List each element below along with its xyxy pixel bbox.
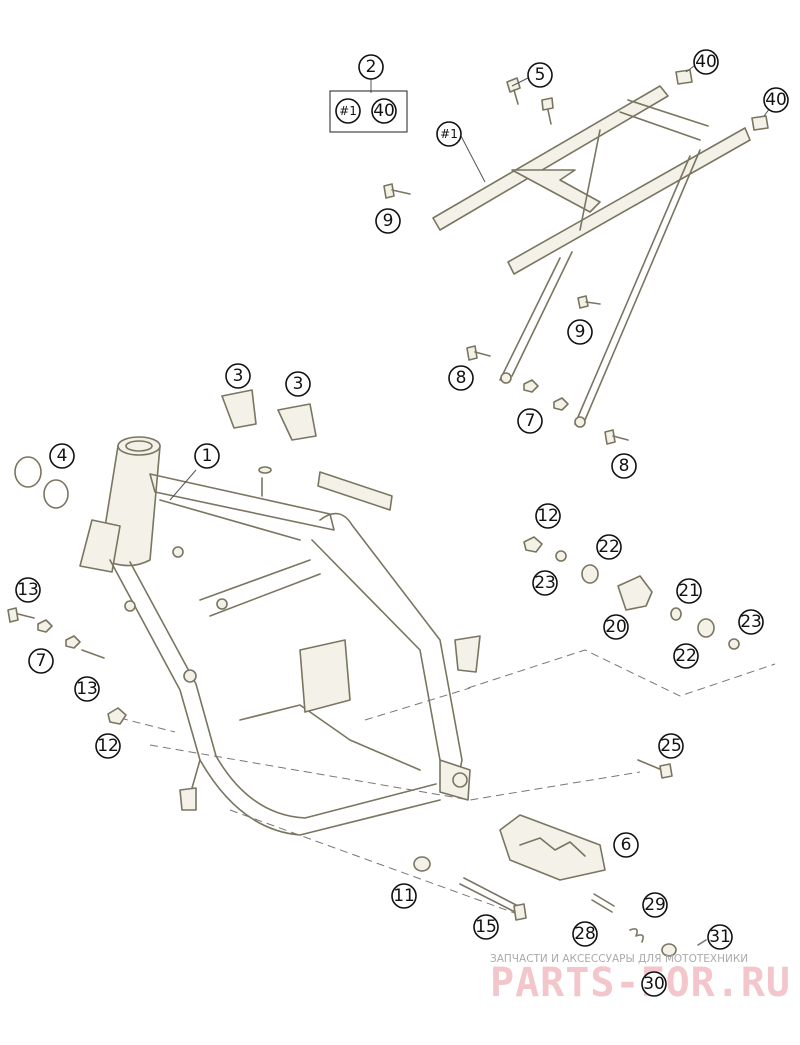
callout-3-left: 3 xyxy=(225,363,251,389)
callout-2-clip: 40 xyxy=(371,98,397,124)
callout-label: 1 xyxy=(202,446,213,466)
callout-2-subframe: #1 xyxy=(335,98,361,124)
callout-5: 5 xyxy=(527,62,553,88)
callout-label: 13 xyxy=(76,679,98,699)
callout-label: 4 xyxy=(57,446,68,466)
callout-23-left: 23 xyxy=(532,570,558,596)
callout-31: 31 xyxy=(707,924,733,950)
callout-8-upper: 8 xyxy=(448,365,474,391)
assembly-2-box xyxy=(329,90,408,133)
leader-lines xyxy=(169,65,771,501)
callout-label: 7 xyxy=(36,651,47,671)
callout-22-upper: 22 xyxy=(596,534,622,560)
callout-7-lower: 7 xyxy=(28,648,54,674)
watermark-caption: ЗАПЧАСТИ И АКСЕССУАРЫ ДЛЯ МОТОТЕХНИКИ xyxy=(490,953,748,965)
callout-40-upper: 40 xyxy=(693,49,719,75)
callout-30: 30 xyxy=(641,971,667,997)
callout-23-right: 23 xyxy=(738,609,764,635)
callout-label: 23 xyxy=(534,573,556,593)
callout-13-upper: 13 xyxy=(15,577,41,603)
callout-1: 1 xyxy=(194,443,220,469)
callout-9-upper: 9 xyxy=(375,208,401,234)
callout-11: 11 xyxy=(391,883,417,909)
callout-12-upper: 12 xyxy=(535,503,561,529)
main-frame xyxy=(79,436,481,836)
callout-label: 12 xyxy=(97,736,119,756)
callout-label: 25 xyxy=(660,736,682,756)
callout-label: 40 xyxy=(695,52,717,72)
callout-20: 20 xyxy=(603,614,629,640)
callout-label: 22 xyxy=(598,537,620,557)
callout-21: 21 xyxy=(676,578,702,604)
watermark-brand: PARTS-FOR.RU xyxy=(490,960,791,1006)
callout-label: 23 xyxy=(740,612,762,632)
subframe xyxy=(432,85,751,428)
callout-label: 12 xyxy=(537,506,559,526)
callout-15: 15 xyxy=(473,914,499,940)
hardware xyxy=(7,69,769,957)
callout-label: 40 xyxy=(765,90,787,110)
callout-22-lower: 22 xyxy=(673,643,699,669)
callout-label: 21 xyxy=(678,581,700,601)
callout-label: 3 xyxy=(293,374,304,394)
callout-label: 30 xyxy=(643,974,665,994)
callout-label: 28 xyxy=(574,924,596,944)
callout-label: 3 xyxy=(233,366,244,386)
callout-12-lower: 12 xyxy=(95,733,121,759)
callout-28: 28 xyxy=(572,921,598,947)
callout-29: 29 xyxy=(642,892,668,918)
callout-7-upper: 7 xyxy=(517,408,543,434)
assembly-guide-lines xyxy=(119,649,776,916)
callout-label: 31 xyxy=(709,927,731,947)
callout-label: 13 xyxy=(17,580,39,600)
callout-label: 5 xyxy=(535,65,546,85)
callout-subframe: #1 xyxy=(436,121,462,147)
callout-label: 8 xyxy=(619,456,630,476)
callout-6: 6 xyxy=(613,832,639,858)
callout-label: 20 xyxy=(605,617,627,637)
callout-label: 7 xyxy=(525,411,536,431)
callout-3-right: 3 xyxy=(285,371,311,397)
callout-8-lower: 8 xyxy=(611,453,637,479)
callout-13-lower: 13 xyxy=(74,676,100,702)
callout-label: 9 xyxy=(383,211,394,231)
callout-label: #1 xyxy=(440,127,458,141)
callout-label: 40 xyxy=(373,101,395,121)
callout-9-lower: 9 xyxy=(567,319,593,345)
callout-2: 2 xyxy=(358,54,384,80)
callout-label: 8 xyxy=(456,368,467,388)
callout-label: 11 xyxy=(393,886,415,906)
callout-label: 2 xyxy=(366,57,377,77)
callout-label: 6 xyxy=(621,835,632,855)
callout-label: #1 xyxy=(339,104,357,118)
callout-4: 4 xyxy=(49,443,75,469)
callout-label: 22 xyxy=(675,646,697,666)
callout-label: 15 xyxy=(475,917,497,937)
watermark: ЗАПЧАСТИ И АКСЕССУАРЫ ДЛЯ МОТОТЕХНИКИ PA… xyxy=(490,953,791,1006)
callout-label: 29 xyxy=(644,895,666,915)
callout-25: 25 xyxy=(658,733,684,759)
callout-40-right: 40 xyxy=(763,87,789,113)
callout-label: 9 xyxy=(575,322,586,342)
